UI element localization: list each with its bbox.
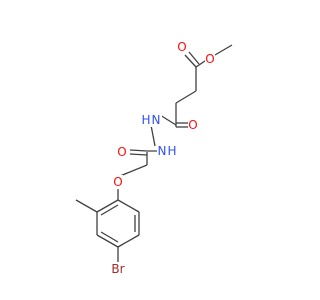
atom-background (177, 40, 187, 54)
atom-background (205, 52, 215, 66)
hydrazide-nitrogen-upper-label: H N (140, 113, 162, 127)
bond (214, 44, 233, 56)
atom-background (188, 118, 198, 132)
bond (117, 199, 140, 213)
atom-label: N (158, 144, 167, 158)
atom-label: O (117, 145, 126, 159)
atom-background (108, 262, 128, 276)
chemical-structure: O O O O O H N N H Br (75, 40, 233, 276)
atom-background (140, 113, 162, 127)
bond (188, 51, 200, 65)
atom-labels: O O O O O H N N H Br (108, 40, 215, 276)
bond (175, 90, 197, 104)
bond (96, 199, 119, 213)
atom-label: O (205, 52, 214, 66)
bond (117, 234, 140, 248)
atom-label: O (177, 40, 186, 54)
bond (119, 164, 148, 177)
bond (75, 199, 98, 213)
atom-label: H (141, 113, 150, 127)
bond (159, 114, 177, 126)
bond (96, 234, 119, 248)
atom-label: O (188, 118, 197, 132)
amide-carbonyl-oxygen-label-lower: O (117, 145, 127, 159)
atom-label: N (152, 113, 161, 127)
atom-label: O (113, 175, 122, 189)
bond (129, 153, 148, 156)
ether-oxygen-label: O (113, 175, 123, 189)
bond (184, 54, 197, 68)
bond (100, 204, 119, 216)
amide-carbonyl-oxygen-label-upper: O (188, 118, 198, 132)
bond (100, 231, 119, 243)
hydrazide-nitrogen-lower-label: N H (157, 144, 179, 158)
ester-carbonyl-oxygen-label: O (177, 40, 187, 54)
bromine-label: Br (108, 262, 128, 276)
atom-background (113, 175, 123, 189)
bond (129, 149, 148, 152)
atom-label: H (167, 144, 176, 158)
atom-label: Br (111, 262, 124, 276)
bond-lines (75, 44, 233, 262)
atom-background (117, 145, 127, 159)
ester-oxygen-label: O (205, 52, 215, 66)
atom-background (157, 144, 179, 158)
